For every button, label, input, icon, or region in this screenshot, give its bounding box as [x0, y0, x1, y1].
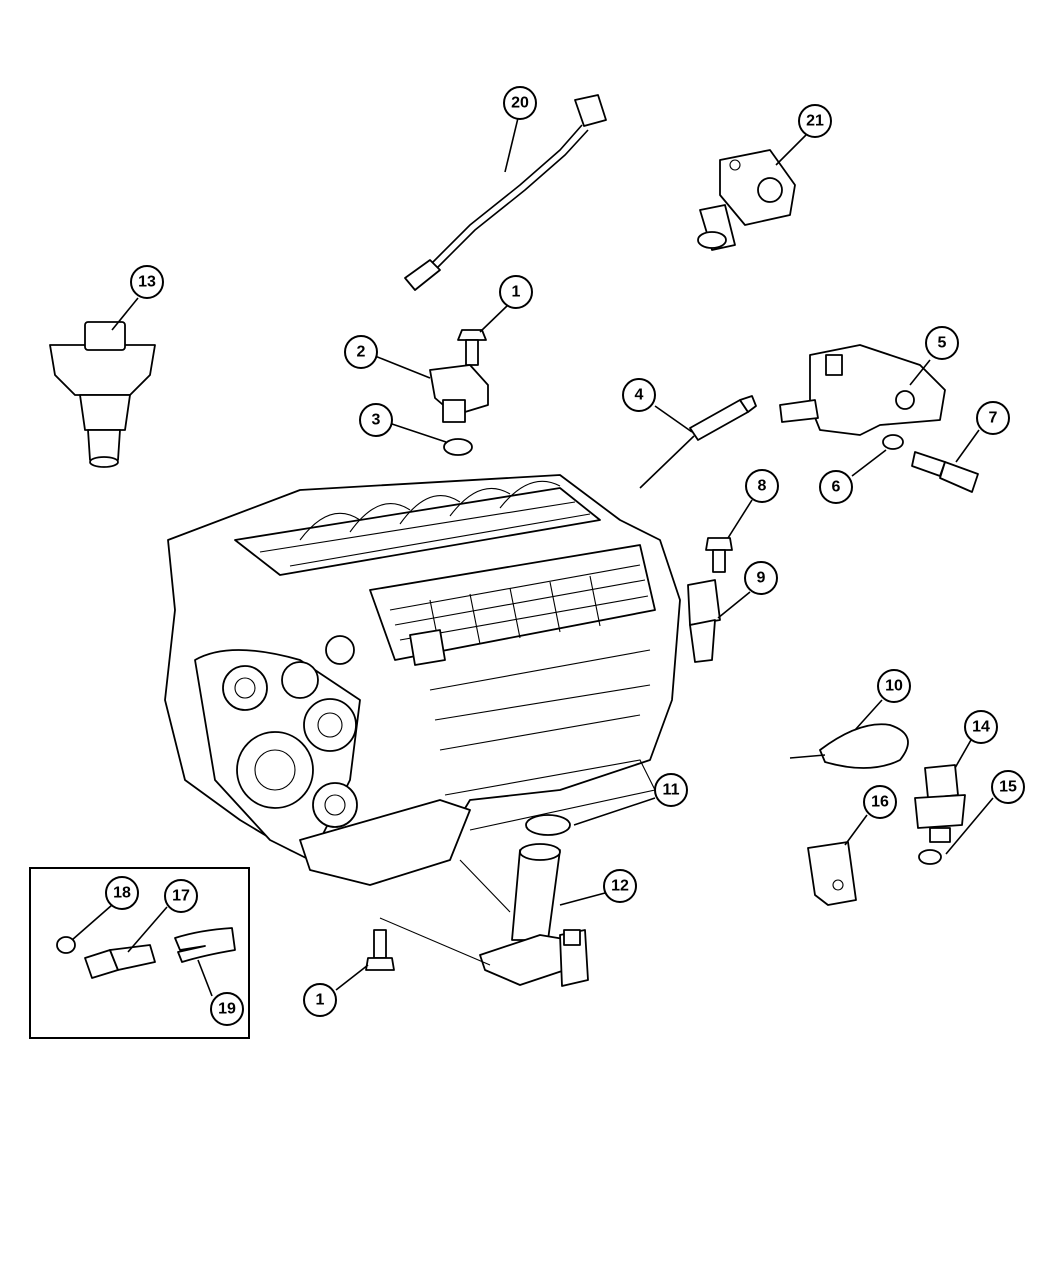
- leader-lines: [71, 117, 994, 997]
- callout-8: 8: [745, 469, 779, 503]
- callout-1-top: 1: [499, 275, 533, 309]
- glow-plug-part-4: [639, 395, 757, 489]
- svg-text:16: 16: [871, 794, 889, 811]
- sensor-part-2: [429, 364, 489, 423]
- callout-14: 14: [964, 710, 998, 744]
- callout-15: 15: [991, 770, 1025, 804]
- svg-text:2: 2: [357, 344, 366, 361]
- callout-7: 7: [976, 401, 1010, 435]
- temp-sensor-part-7: [911, 451, 979, 493]
- callout-2: 2: [344, 335, 378, 369]
- callout-6: 6: [819, 470, 853, 504]
- clip-part-19: [174, 927, 236, 963]
- bolt-part-1-bottom: [365, 929, 395, 971]
- callout-11: 11: [654, 773, 688, 807]
- engine-assembly: [164, 474, 681, 886]
- sensor-part-17: [84, 944, 156, 979]
- connector-sensor-part-13: [49, 321, 156, 468]
- svg-text:14: 14: [972, 719, 990, 736]
- flanged-sensor-part-21: [697, 149, 796, 251]
- svg-text:13: 13: [138, 274, 156, 291]
- callout-5: 5: [925, 326, 959, 360]
- callout-18: 18: [105, 876, 139, 910]
- svg-text:11: 11: [663, 782, 680, 799]
- position-sensor-part-9: [687, 579, 721, 663]
- washer-part-15: [918, 849, 942, 865]
- callout-20: 20: [503, 86, 537, 120]
- bolt-part-8: [705, 537, 733, 573]
- oil-sensor-part-12: [379, 843, 589, 987]
- o-ring-part-18: [56, 936, 76, 954]
- svg-text:8: 8: [758, 478, 767, 495]
- housing-part-5: [779, 344, 946, 436]
- svg-text:7: 7: [989, 410, 998, 427]
- svg-text:9: 9: [757, 570, 766, 587]
- svg-text:10: 10: [885, 678, 903, 695]
- svg-text:3: 3: [372, 412, 381, 429]
- bolt-part-1-top: [457, 329, 487, 366]
- callout-13: 13: [130, 265, 164, 299]
- svg-text:12: 12: [611, 878, 629, 895]
- pressure-switch-part-14: [914, 764, 966, 843]
- callout-9: 9: [744, 561, 778, 595]
- svg-text:6: 6: [832, 479, 841, 496]
- callout-17: 17: [164, 879, 198, 913]
- washer-part-6: [882, 434, 904, 450]
- svg-text:19: 19: [218, 1001, 236, 1018]
- svg-text:1: 1: [316, 992, 325, 1009]
- svg-text:4: 4: [635, 387, 644, 404]
- svg-text:1: 1: [512, 284, 521, 301]
- callout-1-bottom: 1: [303, 983, 337, 1017]
- svg-text:21: 21: [806, 113, 824, 130]
- callout-19: 19: [210, 992, 244, 1026]
- callout-12: 12: [603, 869, 637, 903]
- callout-4: 4: [622, 378, 656, 412]
- callout-10: 10: [877, 669, 911, 703]
- bracket-part-16: [807, 841, 857, 906]
- callout-3: 3: [359, 403, 393, 437]
- callout-21: 21: [798, 104, 832, 138]
- svg-text:18: 18: [113, 885, 131, 902]
- wired-sensor-part-20: [404, 94, 607, 291]
- cable-tie-part-10: [789, 723, 909, 769]
- seal-ring-part-11: [525, 814, 571, 836]
- svg-text:20: 20: [511, 95, 529, 112]
- svg-text:5: 5: [938, 335, 947, 352]
- svg-text:17: 17: [172, 888, 190, 905]
- callout-16: 16: [863, 785, 897, 819]
- svg-text:15: 15: [999, 779, 1017, 796]
- o-ring-part-3: [443, 438, 473, 456]
